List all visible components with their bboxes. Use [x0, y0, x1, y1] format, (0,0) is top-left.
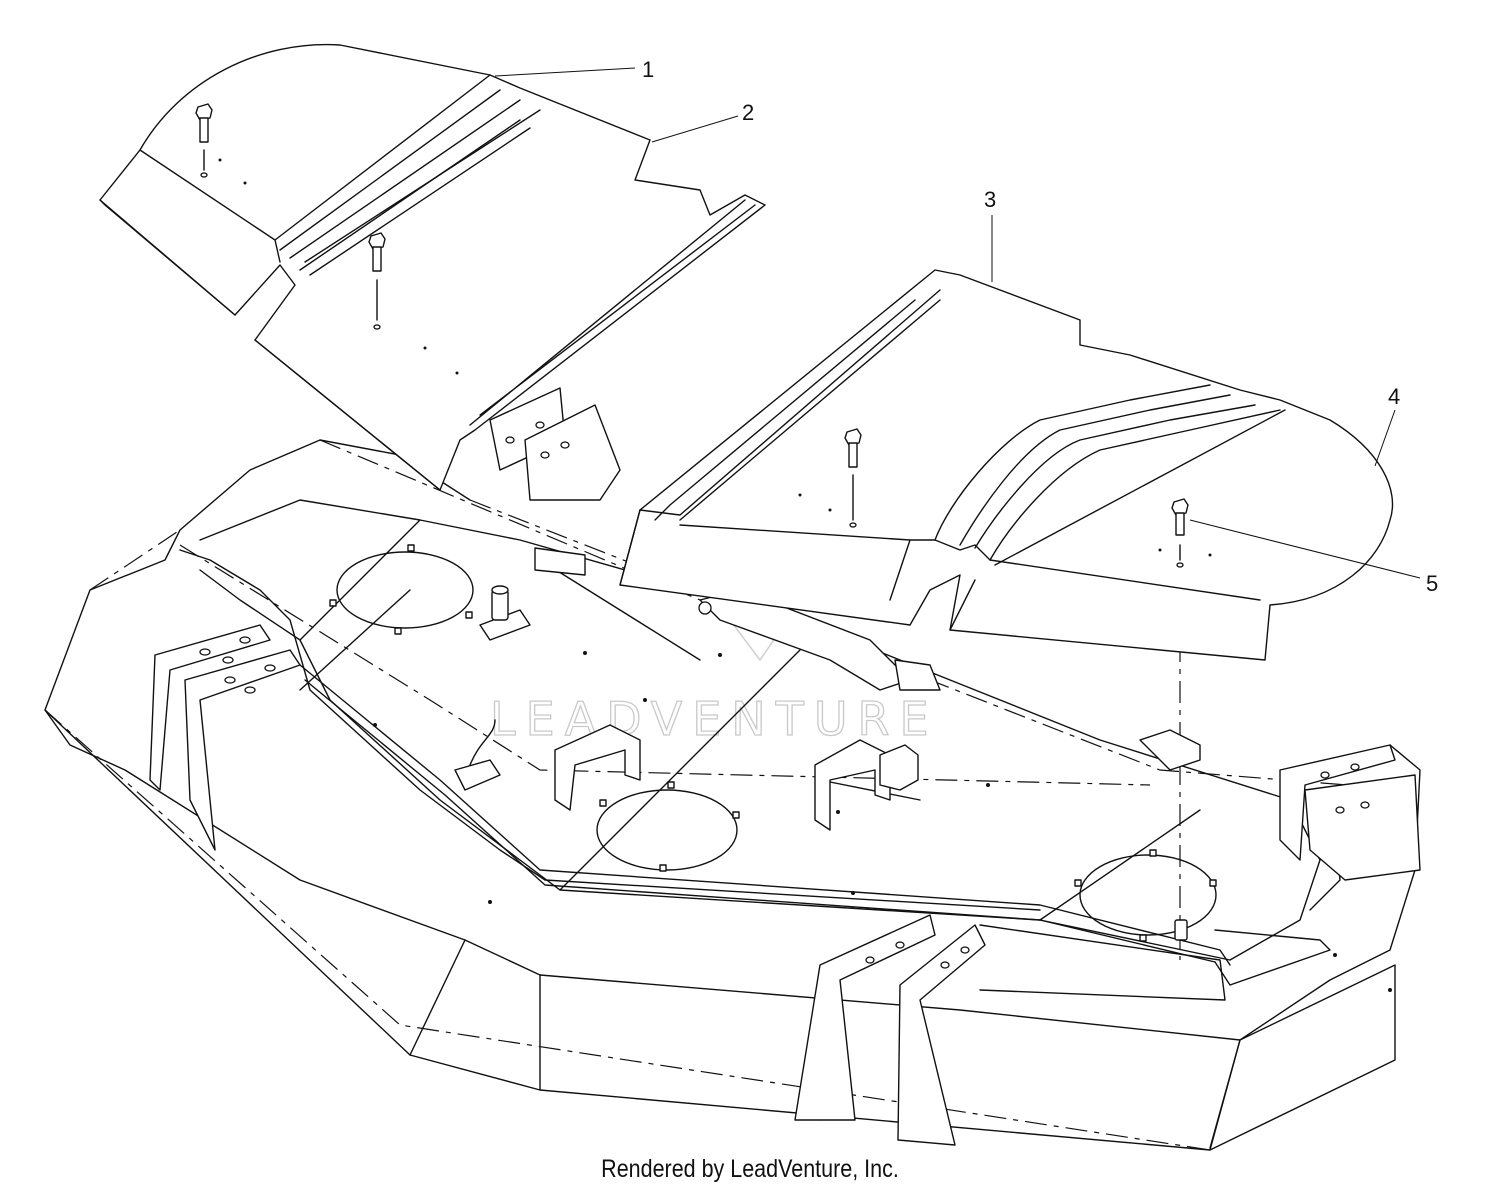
belt-guide-bracket: [554, 724, 641, 811]
mower-deck: [44, 387, 1421, 1151]
cover-bolt: [368, 232, 386, 330]
cover-right-part: [619, 269, 1394, 661]
cover-left-part: [99, 43, 766, 491]
rear-mounting-bracket: [489, 387, 621, 501]
callout-4: 4: [1388, 384, 1400, 409]
spindle-opening-right: [1074, 849, 1217, 942]
leader-5: [1189, 519, 1421, 579]
watermark-text: LEADVENTURE: [490, 692, 939, 746]
callout-1: 1: [642, 57, 654, 82]
front-mounting-bracket: [794, 914, 986, 1146]
spindle-opening-center: [596, 781, 740, 872]
cover-bolt: [1171, 498, 1189, 568]
deck-top-plate: [199, 499, 1321, 961]
footer-credit: Rendered by LeadVenture, Inc.: [601, 1155, 899, 1183]
belt-guide-bracket-2: [814, 739, 891, 831]
callout-3: 3: [984, 187, 996, 212]
leader-1: [494, 67, 636, 77]
left-mounting-bracket: [149, 624, 301, 851]
cover-right-top: [619, 269, 1394, 661]
callout-leaders: [494, 67, 1421, 579]
front-baffle-rail: [299, 664, 1231, 966]
spindle-opening-left: [329, 544, 474, 635]
cover-bolt: [844, 428, 862, 528]
callout-5: 5: [1426, 571, 1438, 596]
right-mounting-bracket: [1279, 744, 1421, 881]
callout-2: 2: [742, 100, 754, 125]
watermark: LEADVENTURE: [489, 479, 939, 747]
cover-bolt: [195, 103, 213, 178]
callout-labels: 1 2 3 4 5: [642, 57, 1438, 596]
leader-4: [1374, 409, 1396, 467]
leader-2: [651, 115, 739, 143]
deck-fastener-dots: [373, 651, 1392, 992]
